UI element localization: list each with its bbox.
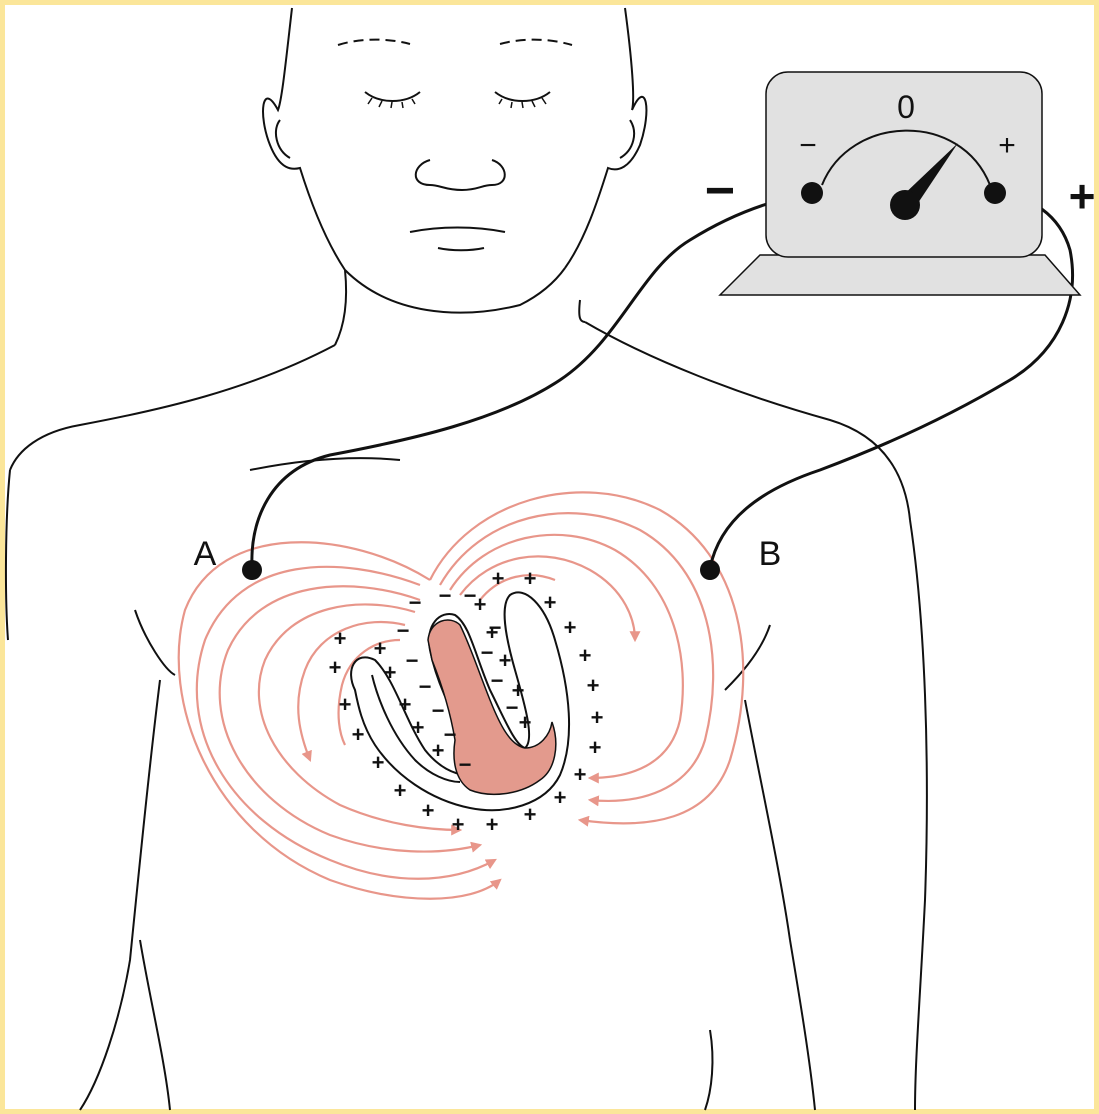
positive-charge: + (422, 798, 435, 823)
meter-terminal-minus (801, 182, 823, 204)
positive-charge: + (574, 762, 587, 787)
positive-charge: + (524, 802, 537, 827)
positive-charge: + (372, 750, 385, 775)
positive-charge: + (399, 692, 412, 717)
positive-charge: + (591, 705, 604, 730)
meter-base (720, 255, 1080, 295)
meter-zero-label: 0 (897, 89, 915, 125)
meter-scale-plus: + (998, 129, 1016, 162)
positive-charge: + (486, 812, 499, 837)
meter-scale-minus: − (799, 129, 817, 162)
positive-charge: + (499, 648, 512, 673)
positive-charge: + (452, 812, 465, 837)
positive-charge: + (374, 636, 387, 661)
positive-charge: + (334, 626, 347, 651)
positive-charge: + (352, 722, 365, 747)
positive-charge: + (564, 615, 577, 640)
positive-charge: + (474, 592, 487, 617)
negative-charge: − (432, 698, 445, 723)
negative-charge: − (444, 722, 457, 747)
positive-charge: + (579, 643, 592, 668)
positive-charge: + (394, 778, 407, 803)
positive-charge: + (512, 678, 525, 703)
positive-charge: + (339, 692, 352, 717)
positive-charge: + (492, 566, 505, 591)
negative-charge: − (409, 590, 422, 615)
positive-charge: + (384, 660, 397, 685)
terminal-plus-label: + (1069, 170, 1096, 222)
negative-charge: − (459, 752, 472, 777)
positive-charge: + (412, 715, 425, 740)
positive-charge: + (329, 655, 342, 680)
positive-charge: + (554, 785, 567, 810)
meter-pivot (890, 190, 920, 220)
terminal-minus-label: − (705, 162, 735, 220)
electrode-b (700, 560, 720, 580)
negative-charge: − (397, 618, 410, 643)
negative-charge: − (439, 583, 452, 608)
positive-charge: + (432, 738, 445, 763)
positive-charge: + (587, 673, 600, 698)
positive-charge: + (486, 620, 499, 645)
meter-terminal-plus (984, 182, 1006, 204)
electrode-a-label: A (194, 535, 217, 573)
electrode-a (242, 560, 262, 580)
positive-charge: + (519, 710, 532, 735)
negative-charge: − (406, 648, 419, 673)
electrode-b-label: B (759, 535, 782, 573)
positive-charge: + (589, 735, 602, 760)
negative-charge: − (419, 674, 432, 699)
positive-charge: + (524, 566, 537, 591)
positive-charge: + (544, 590, 557, 615)
